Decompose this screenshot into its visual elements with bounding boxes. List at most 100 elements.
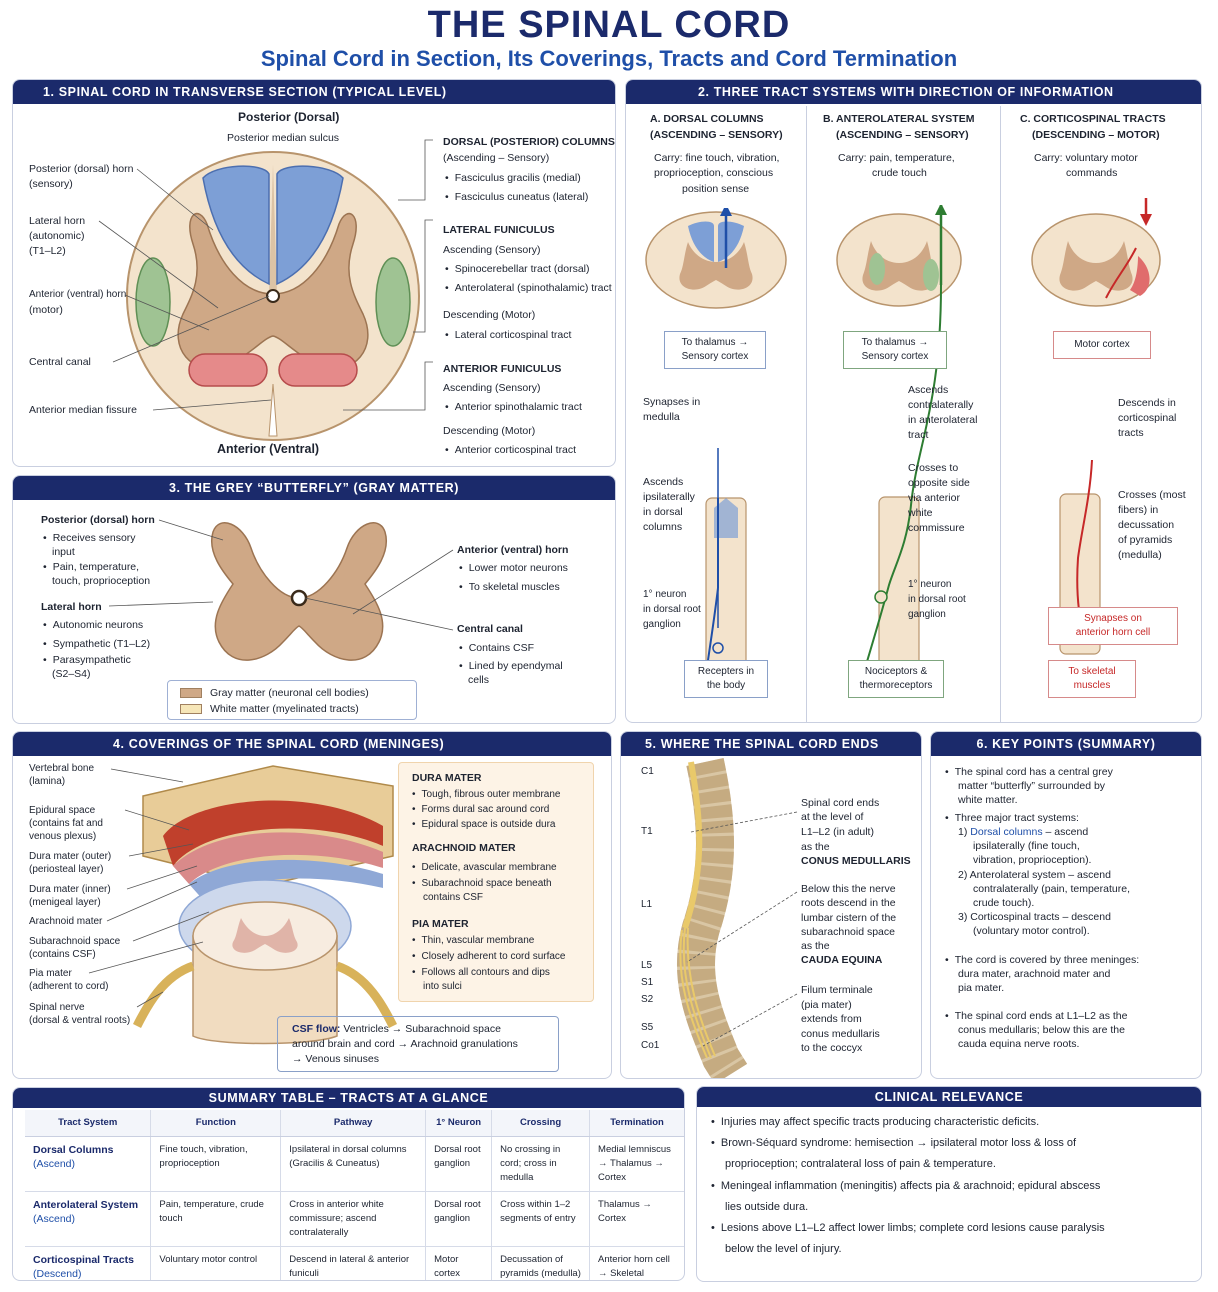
anterior-median-fissure <box>268 383 278 437</box>
lateral-asc-item: Spinocerebellar tract (dorsal) <box>445 262 590 277</box>
cord-note: (pia mater) <box>801 999 852 1011</box>
panel-5-heading: 5. WHERE THE SPINAL CORD ENDS <box>621 732 921 756</box>
meninges-illustration <box>133 765 398 1045</box>
cord-note: extends from <box>801 1013 862 1025</box>
meninges-label: Vertebral bone <box>29 763 95 774</box>
panel-cord-ends: 5. WHERE THE SPINAL CORD ENDS C1 T1 L1 L… <box>620 731 922 1079</box>
col-b-carry: Carry: pain, temperature, <box>838 152 955 164</box>
cord-cross-section-illustration <box>126 151 420 441</box>
cord-note: L1–L2 (in adult) <box>801 826 874 838</box>
meninges-info-box: DURA MATER Tough, fibrous outer membrane… <box>398 762 594 1002</box>
cord-note: Spinal cord ends <box>801 797 880 809</box>
label-lateral-horn: Lateral horn <box>29 215 86 227</box>
post-horn-item: input <box>52 546 75 558</box>
meninges-label: (adherent to cord) <box>29 981 109 992</box>
central-canal-mark <box>266 289 280 303</box>
posterior-label: Posterior (Dorsal) <box>238 110 340 124</box>
table-cell: Dorsal root ganglion <box>425 1136 493 1192</box>
col-c-sub: (DESCENDING – MOTOR) <box>1032 129 1160 141</box>
col-a-sub: (ASCENDING – SENSORY) <box>650 129 783 141</box>
clinical-item: Lesions above L1–L2 affect lower limbs; … <box>711 1221 1105 1236</box>
cord-note: subarachnoid space <box>801 926 895 938</box>
pia-item: Closely adherent to cord surface <box>412 950 566 964</box>
key-point: pia mater. <box>958 982 1005 994</box>
page-title: THE SPINAL CORD <box>427 4 791 46</box>
table-cell: Ipsilateral in dorsal columns (Gracilis … <box>280 1136 427 1192</box>
col-b-label: Crosses to <box>908 462 959 474</box>
summary-header-row: Tract System Function Pathway 1° Neuron … <box>25 1110 684 1137</box>
key-point: (voluntary motor control). <box>973 925 1090 937</box>
col-b-label: opposite side <box>908 477 970 489</box>
col-c-label: of pyramids <box>1118 534 1173 546</box>
key-point: dura mater, arachnoid mater and <box>958 968 1111 980</box>
cord-note: Filum terminale <box>801 984 873 996</box>
arachnoid-item: Delicate, avascular membrane <box>412 861 557 875</box>
table-cell: Medial lemniscus → Thalamus → Cortex <box>589 1136 684 1192</box>
level-label: S1 <box>641 977 654 988</box>
panel-meninges: 4. COVERINGS OF THE SPINAL CORD (MENINGE… <box>12 731 612 1079</box>
label-lateral-horn-sub1: (autonomic) <box>29 230 85 242</box>
label-central-canal: Central canal <box>29 356 91 368</box>
table-cell: Descend in lateral & anterior funiculi <box>280 1246 427 1280</box>
arachnoid-item: contains CSF <box>423 892 484 903</box>
key-point: Three major tract systems: <box>945 811 1079 826</box>
col-a-carry: position sense <box>682 183 750 195</box>
clinical-heading: CLINICAL RELEVANCE <box>697 1087 1201 1107</box>
legend-white: White matter (myelinated tracts) <box>180 702 359 717</box>
canal-item: Contains CSF <box>459 641 534 656</box>
key-point: The spinal cord has a central grey <box>945 765 1113 780</box>
clinical-item: Injuries may affect specific tracts prod… <box>711 1115 1039 1130</box>
ant-horn-item: Lower motor neurons <box>459 561 568 576</box>
arachnoid-item: Subarachnoid space beneath <box>412 877 552 891</box>
panel-clinical-relevance: CLINICAL RELEVANCE Injuries may affect s… <box>696 1086 1202 1282</box>
col-b-sub: (ASCENDING – SENSORY) <box>836 129 969 141</box>
table-cell: No crossing in cord; cross in medulla <box>491 1136 591 1192</box>
canal-item: Lined by ependymal <box>459 659 563 674</box>
cord-note: at the level of <box>801 811 864 823</box>
col-a-label: columns <box>643 521 683 533</box>
post-horn-item: Receives sensory <box>43 531 136 546</box>
cord-note: lumbar cistern of the <box>801 912 897 924</box>
meninges-leader-lines <box>88 768 210 1008</box>
table-cell: Cross within 1–2 segments of entry <box>491 1191 591 1247</box>
gray-matter-legend: Gray matter (neuronal cell bodies) White… <box>167 680 417 720</box>
legend-gray: Gray matter (neuronal cell bodies) <box>180 686 369 701</box>
table-row: Corticospinal Tracts(Descend) Voluntary … <box>25 1246 684 1280</box>
panel-6-heading: 6. KEY POINTS (SUMMARY) <box>931 732 1201 756</box>
cord-note: Below this the nerve <box>801 883 896 895</box>
summary-heading: SUMMARY TABLE – TRACTS AT A GLANCE <box>13 1088 684 1108</box>
table-cell: Anterior horn cell → Skeletal muscle <box>589 1246 684 1280</box>
col-a-title: A. DORSAL COLUMNS <box>650 113 764 125</box>
key-point: ipsilaterally (fine touch, <box>973 840 1080 852</box>
lateral-asc-item: Anterolateral (spinothalamic) tract <box>445 281 612 296</box>
key-point: crude touch). <box>973 897 1035 909</box>
level-label: Co1 <box>641 1040 660 1051</box>
lat-horn-item: Parasympathetic <box>43 653 131 668</box>
table-cell: Dorsal Columns(Ascend) <box>25 1136 152 1192</box>
anterior-desc-label: Descending (Motor) <box>443 425 536 437</box>
col-a-carry: Carry: fine touch, vibration, <box>654 152 780 164</box>
lateral-desc-item: Lateral corticospinal tract <box>445 328 572 343</box>
col-a-top-box: To thalamus →Sensory cortex <box>664 331 766 369</box>
panel-1-heading: 1. SPINAL CORD IN TRANSVERSE SECTION (TY… <box>13 80 615 104</box>
key-point: The spinal cord ends at L1–L2 as the <box>945 1009 1128 1024</box>
col-c-label: tracts <box>1118 427 1144 439</box>
butterfly-leader-lines <box>108 519 454 631</box>
lateral-tract-right <box>375 257 411 347</box>
col-a-label: 1° neuron <box>643 589 687 600</box>
key-point: 2) Anterolateral system – ascend <box>958 869 1111 881</box>
post-horn-item: Pain, temperature, <box>43 560 139 575</box>
table-cell: Pain, temperature, crude touch <box>150 1191 282 1247</box>
meninges-label: Pia mater <box>29 968 72 979</box>
lateral-desc-label: Descending (Motor) <box>443 309 536 321</box>
col-b-bottom-box: Nociceptors &thermoreceptors <box>848 660 944 698</box>
table-cell: Decussation of pyramids (medulla) <box>491 1246 591 1280</box>
post-horn-item: touch, proprioception <box>52 575 151 587</box>
level-label: S2 <box>641 994 654 1005</box>
clinical-item: Meningeal inflammation (meningitis) affe… <box>711 1179 1101 1194</box>
anterior-tract-left <box>188 353 268 387</box>
anterior-asc-label: Ascending (Sensory) <box>443 382 541 394</box>
summary-col-header: Termination <box>589 1110 684 1137</box>
anterior-label: Anterior (Ventral) <box>217 442 320 456</box>
